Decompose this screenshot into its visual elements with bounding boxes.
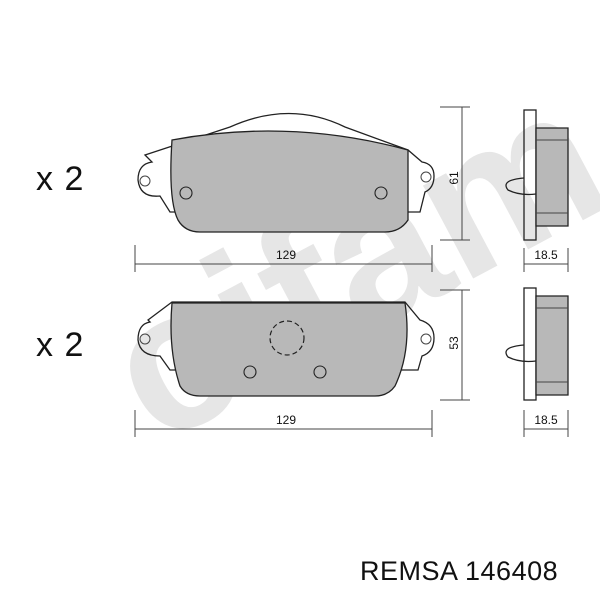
bottom-pad-side-view: 18.5: [505, 287, 569, 437]
top-width-label: 129: [276, 248, 296, 262]
top-pad-side-view: 18.5: [505, 109, 569, 272]
top-quantity-label: x 2: [36, 160, 85, 198]
bottom-pad-hole-right: [313, 365, 327, 379]
bottom-quantity-label: x 2: [36, 326, 85, 364]
top-pad-hole-left: [179, 186, 193, 200]
top-thickness-label: 18.5: [534, 248, 558, 262]
top-pad-hole-right: [374, 186, 388, 200]
bottom-width-label: 129: [276, 413, 296, 427]
top-left-ear-hole: [139, 175, 151, 187]
top-backing-plate: [137, 112, 435, 213]
bottom-pad-front-view: [137, 301, 435, 397]
top-right-ear-hole: [420, 171, 432, 183]
bottom-backing-plate: [137, 301, 435, 371]
bottom-width-dimension: 129: [134, 410, 433, 437]
bottom-left-ear-hole: [139, 333, 151, 345]
top-height-label: 61: [447, 171, 461, 185]
top-friction-pad: [170, 130, 409, 233]
part-caption: REMSA 146408: [360, 556, 559, 586]
bottom-height-label: 53: [447, 336, 461, 350]
top-pad-front-view: [137, 112, 435, 233]
bottom-pad-center-circle: [269, 320, 305, 356]
bottom-thickness-label: 18.5: [534, 413, 558, 427]
bottom-friction-pad: [170, 302, 408, 397]
bottom-right-ear-hole: [420, 333, 432, 345]
top-width-dimension: 129: [134, 245, 433, 272]
top-height-dimension: 61: [440, 106, 470, 241]
bottom-height-dimension: 53: [440, 289, 470, 401]
bottom-pad-hole-left: [243, 365, 257, 379]
